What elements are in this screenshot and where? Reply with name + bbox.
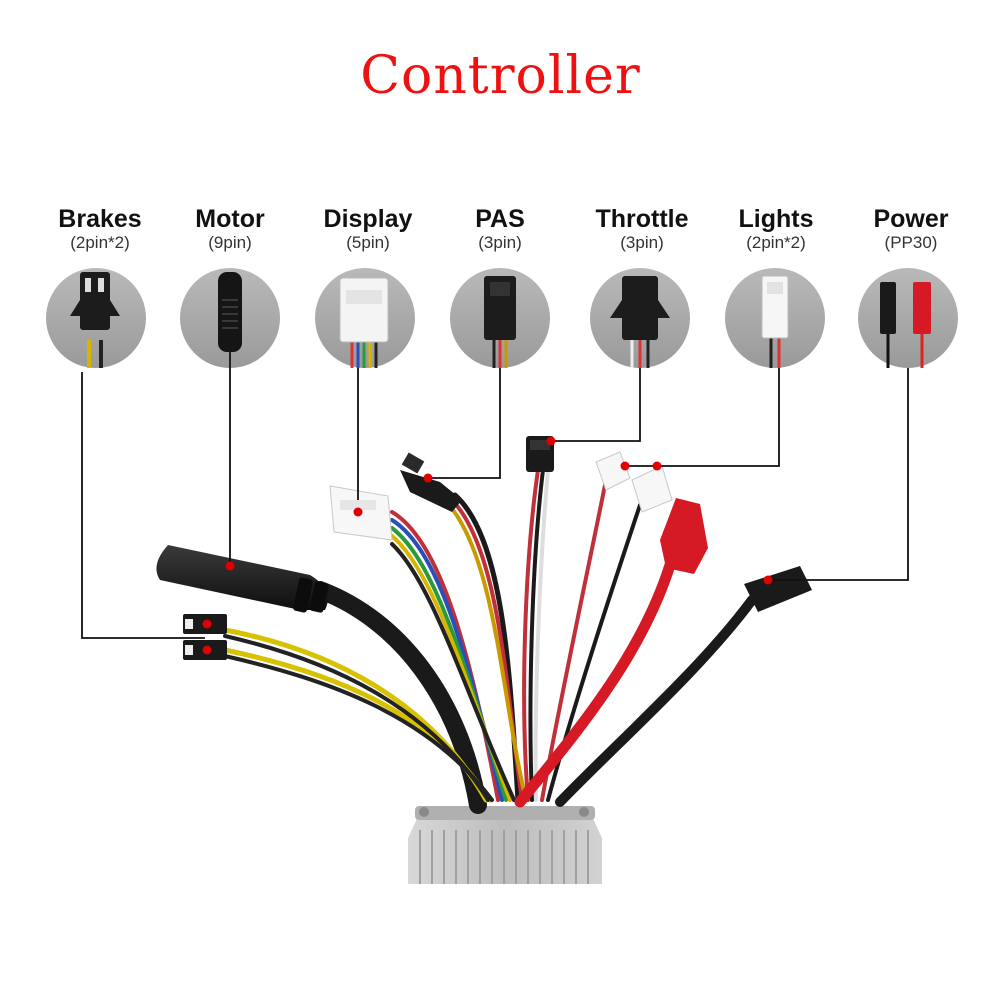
marker-dot-power [763, 575, 773, 585]
label-throttle: Throttle (3pin) [572, 205, 712, 253]
label-lights-spec: (2pin*2) [746, 233, 806, 252]
label-pas-spec: (3pin) [478, 233, 522, 252]
label-throttle-spec: (3pin) [620, 233, 664, 252]
label-motor-spec: (9pin) [208, 233, 252, 252]
cable-bundle [222, 468, 757, 814]
label-power-name: Power [873, 205, 949, 233]
power-connector-icon [858, 268, 958, 368]
pas-connector-icon [450, 268, 550, 368]
marker-dot-pas [423, 473, 433, 483]
display-connector-icon [315, 268, 415, 368]
marker-dot-throttle [546, 436, 556, 446]
label-motor-name: Motor [195, 205, 265, 233]
marker-dot-brakes-1 [202, 619, 212, 629]
power-plug [660, 498, 812, 612]
throttle-plug [526, 436, 554, 472]
label-motor: Motor (9pin) [160, 205, 300, 253]
label-pas-name: PAS [475, 205, 525, 233]
label-power-spec: (PP30) [884, 233, 938, 252]
label-display-spec: (5pin) [346, 233, 390, 252]
leader-lines [81, 352, 909, 639]
pas-plug [400, 452, 462, 512]
label-brakes-name: Brakes [58, 205, 142, 233]
label-brakes-spec: (2pin*2) [70, 233, 130, 252]
marker-dot-lights-1 [620, 461, 630, 471]
label-pas: PAS (3pin) [430, 205, 570, 253]
lights-connector-icon [725, 268, 825, 368]
label-brakes: Brakes (2pin*2) [30, 205, 170, 253]
label-display: Display (5pin) [298, 205, 438, 253]
label-lights: Lights (2pin*2) [706, 205, 846, 253]
throttle-connector-icon [590, 268, 690, 368]
marker-dots [202, 436, 773, 655]
label-power: Power (PP30) [841, 205, 981, 253]
label-display-name: Display [323, 205, 413, 233]
motor-connector-icon [180, 268, 280, 368]
controller-housing [408, 806, 602, 884]
diagram-title: Controller [360, 46, 641, 106]
label-throttle-name: Throttle [595, 205, 689, 233]
label-lights-name: Lights [738, 205, 814, 233]
marker-dot-display [353, 507, 363, 517]
marker-dot-brakes-2 [202, 645, 212, 655]
motor-plug [156, 545, 329, 613]
marker-dot-lights-2 [652, 461, 662, 471]
lights-plug [595, 451, 673, 513]
marker-dot-motor [225, 561, 235, 571]
brakes-connector-icon [46, 268, 146, 368]
